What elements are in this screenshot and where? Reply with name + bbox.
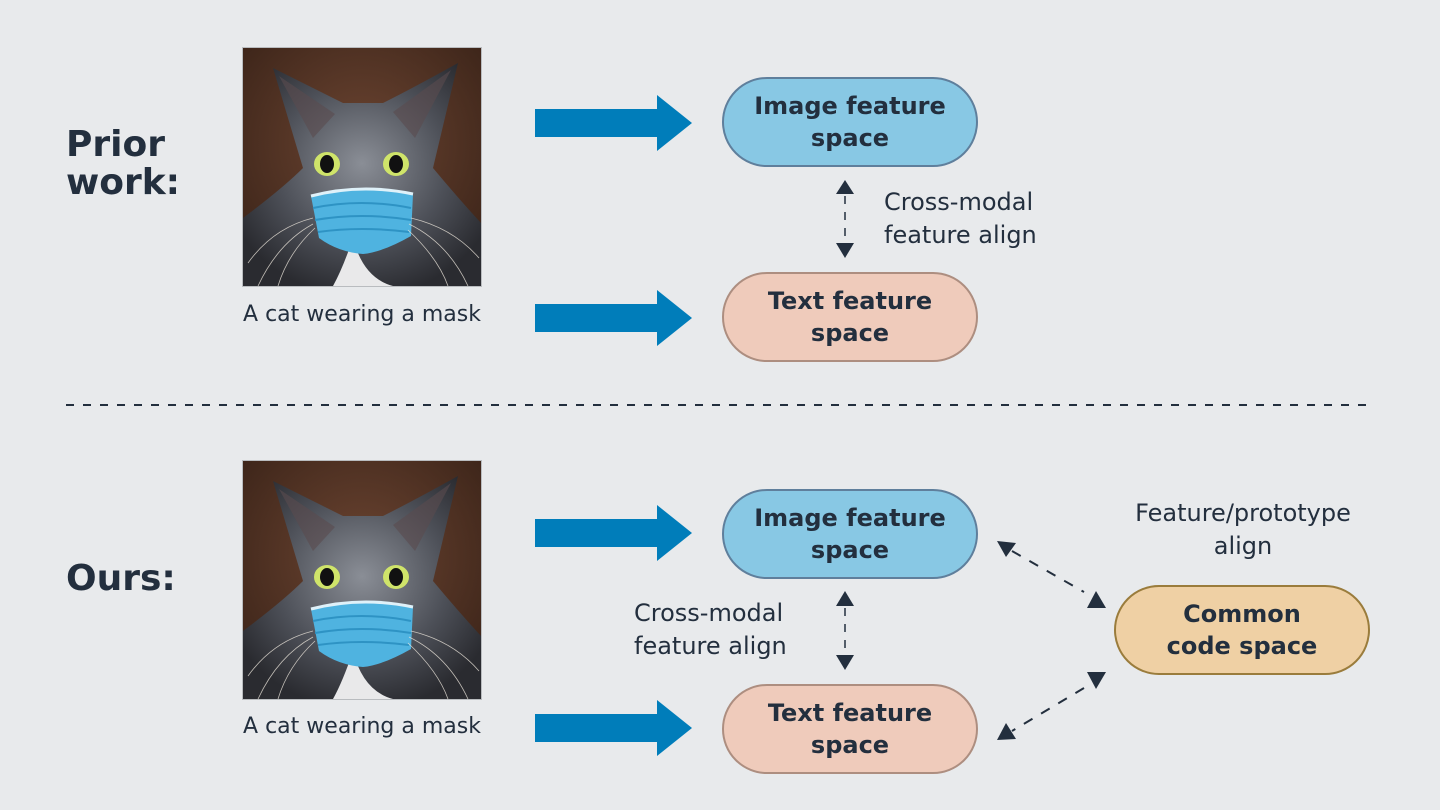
- flow-arrow-bottom-image: [535, 505, 692, 561]
- cat-image-top: [242, 47, 482, 287]
- note-line2: feature align: [634, 632, 787, 660]
- note-line2: align: [1213, 532, 1273, 560]
- pill-line2: space: [810, 124, 890, 152]
- cat-mask-illustration: [243, 461, 481, 699]
- pill-line2: code space: [1166, 632, 1318, 660]
- note-line2: feature align: [884, 221, 1037, 249]
- note-line1: Cross-modal: [884, 188, 1034, 216]
- prototype-align-arrow-text: [997, 672, 1106, 740]
- prior-work-label: Prior work:: [66, 126, 180, 202]
- pill-line2: space: [810, 536, 890, 564]
- cross-modal-note-top: Cross-modal feature align: [884, 186, 1037, 252]
- pill-line1: Image feature: [754, 504, 946, 532]
- pill-line1: Image feature: [754, 92, 946, 120]
- text-feature-space-bottom: Text feature space: [722, 684, 978, 774]
- pill-line2: space: [810, 319, 890, 347]
- cross-modal-arrow-bottom: [836, 591, 854, 670]
- cat-mask-illustration: [243, 48, 481, 286]
- pill-line1: Text feature: [767, 699, 933, 727]
- prior-work-label-line2: work:: [66, 162, 181, 203]
- image-feature-space-top: Image feature space: [722, 77, 978, 167]
- caption-bottom: A cat wearing a mask: [243, 714, 481, 739]
- flow-arrow-top-text: [535, 290, 692, 346]
- flow-arrow-top-image: [535, 95, 692, 151]
- caption-top: A cat wearing a mask: [243, 302, 481, 327]
- prior-work-label-line1: Prior: [66, 124, 165, 165]
- cross-modal-arrow-top: [836, 180, 854, 258]
- note-line1: Feature/prototype: [1135, 499, 1351, 527]
- pill-line1: Text feature: [767, 287, 933, 315]
- cat-image-bottom: [242, 460, 482, 700]
- note-line1: Cross-modal: [634, 599, 784, 627]
- prototype-align-arrow-image: [997, 541, 1106, 608]
- prototype-align-note: Feature/prototype align: [1110, 497, 1376, 563]
- pill-line1: Common: [1183, 600, 1301, 628]
- pill-line2: space: [810, 731, 890, 759]
- cross-modal-note-bottom: Cross-modal feature align: [634, 597, 787, 663]
- image-feature-space-bottom: Image feature space: [722, 489, 978, 579]
- ours-label: Ours:: [66, 558, 176, 599]
- common-code-space: Common code space: [1114, 585, 1370, 675]
- flow-arrow-bottom-text: [535, 700, 692, 756]
- text-feature-space-top: Text feature space: [722, 272, 978, 362]
